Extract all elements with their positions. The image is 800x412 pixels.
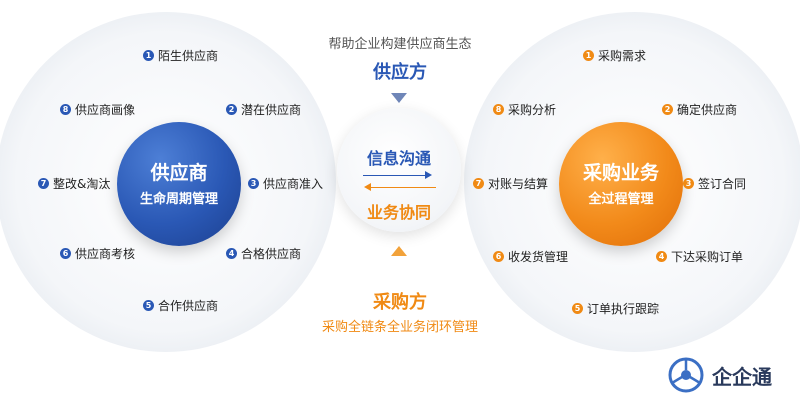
down-arrow-icon bbox=[391, 93, 407, 103]
supplier-step: 5 合作供应商 bbox=[143, 297, 218, 313]
step-label: 收发货管理 bbox=[508, 250, 569, 264]
supplier-step: 6 供应商考核 bbox=[60, 245, 135, 261]
procurement-step: 8 采购分析 bbox=[493, 101, 556, 117]
step-number-badge: 4 bbox=[656, 251, 667, 262]
step-label: 下达采购订单 bbox=[671, 250, 744, 264]
procurement-step: 6 收发货管理 bbox=[493, 248, 568, 264]
procurement-step: 5 订单执行跟踪 bbox=[572, 300, 659, 316]
header-title: 供应方 bbox=[373, 62, 427, 83]
footer-subtitle: 采购全链条全业务闭环管理 bbox=[321, 320, 478, 335]
step-number-badge: 6 bbox=[60, 248, 71, 259]
step-label: 采购需求 bbox=[598, 49, 647, 63]
procurement-core-subtitle: 全过程管理 bbox=[588, 192, 654, 207]
supplier-step: 4 合格供应商 bbox=[226, 245, 301, 261]
supplier-core-subtitle: 生命周期管理 bbox=[139, 192, 218, 207]
step-label: 整改&淘汰 bbox=[53, 177, 111, 191]
left-arrow-icon bbox=[364, 183, 371, 191]
center-exchange-disc bbox=[337, 108, 461, 232]
step-number-badge: 8 bbox=[60, 104, 71, 115]
supplier-lifecycle-core: 供应商 生命周期管理 bbox=[117, 122, 241, 246]
footer-title: 采购方 bbox=[373, 292, 427, 313]
step-number-badge: 4 bbox=[226, 248, 237, 259]
step-label: 合作供应商 bbox=[158, 299, 219, 313]
step-number-badge: 3 bbox=[683, 178, 694, 189]
logo-text: 企企通 bbox=[712, 365, 772, 389]
procurement-step: 7 对账与结算 bbox=[473, 175, 548, 191]
procurement-step: 1 采购需求 bbox=[583, 47, 646, 63]
supplier-step: 3 供应商准入 bbox=[248, 175, 323, 191]
right-arrow-icon bbox=[425, 171, 432, 179]
procurement-core-title: 采购业务 bbox=[582, 162, 659, 184]
procurement-step: 2 确定供应商 bbox=[662, 101, 737, 117]
step-number-badge: 8 bbox=[493, 104, 504, 115]
step-label: 采购分析 bbox=[508, 103, 557, 117]
procurement-step: 4 下达采购订单 bbox=[656, 248, 743, 264]
step-label: 潜在供应商 bbox=[241, 103, 302, 117]
step-number-badge: 5 bbox=[143, 300, 154, 311]
step-number-badge: 7 bbox=[473, 178, 484, 189]
step-label: 供应商考核 bbox=[75, 247, 136, 261]
supplier-core-title: 供应商 bbox=[150, 162, 208, 184]
up-arrow-icon bbox=[391, 246, 407, 256]
step-number-badge: 7 bbox=[38, 178, 49, 189]
step-number-badge: 3 bbox=[248, 178, 259, 189]
step-number-badge: 5 bbox=[572, 303, 583, 314]
supplier-step: 2 潜在供应商 bbox=[226, 101, 301, 117]
step-number-badge: 1 bbox=[143, 50, 154, 61]
center-bottom-label: 业务协同 bbox=[366, 203, 431, 222]
left-arrow-line bbox=[370, 187, 436, 188]
step-label: 陌生供应商 bbox=[158, 49, 219, 63]
procurement-process-core: 采购业务 全过程管理 bbox=[559, 122, 683, 246]
step-number-badge: 6 bbox=[493, 251, 504, 262]
step-number-badge: 2 bbox=[226, 104, 237, 115]
procurement-step: 3 签订合同 bbox=[683, 175, 746, 191]
supplier-step: 7 整改&淘汰 bbox=[38, 175, 110, 191]
header-subtitle: 帮助企业构建供应商生态 bbox=[328, 37, 472, 52]
qiqitong-logo-icon bbox=[668, 357, 704, 393]
brand-logo: 企企通 bbox=[664, 355, 794, 395]
step-number-badge: 1 bbox=[583, 50, 594, 61]
step-label: 签订合同 bbox=[698, 177, 747, 191]
center-top-label: 信息沟通 bbox=[366, 149, 431, 168]
step-label: 对账与结算 bbox=[488, 177, 549, 191]
step-label: 供应商画像 bbox=[75, 103, 136, 117]
step-label: 确定供应商 bbox=[677, 103, 738, 117]
supplier-step: 1 陌生供应商 bbox=[143, 47, 218, 63]
step-label: 合格供应商 bbox=[241, 247, 302, 261]
step-label: 订单执行跟踪 bbox=[587, 302, 660, 316]
step-number-badge: 2 bbox=[662, 104, 673, 115]
supplier-step: 8 供应商画像 bbox=[60, 101, 135, 117]
step-label: 供应商准入 bbox=[263, 177, 324, 191]
right-arrow-line bbox=[363, 175, 429, 176]
